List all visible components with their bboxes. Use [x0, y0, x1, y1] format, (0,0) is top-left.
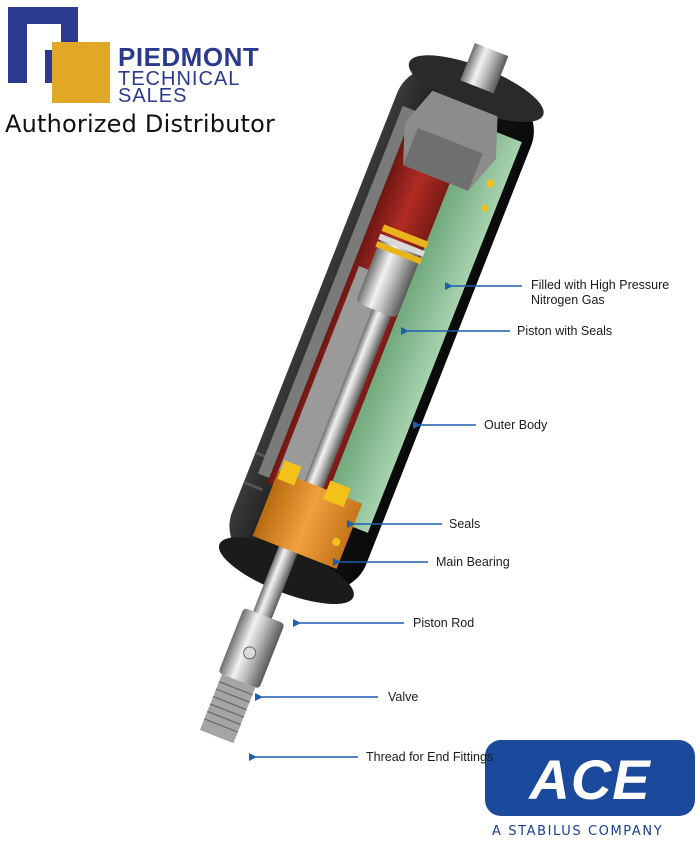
logo-word-piedmont: PIEDMONT	[118, 42, 259, 72]
callout-piston-rod: Piston Rod	[413, 616, 475, 630]
ace-subtitle: A STABILUS COMPANY	[492, 824, 664, 839]
callout-outer-body: Outer Body	[484, 418, 548, 432]
gas-spring-cutaway	[199, 42, 544, 744]
callout-seals: Seals	[449, 517, 481, 531]
callout-main-bearing: Main Bearing	[436, 555, 510, 569]
piston-seal-ring	[375, 241, 423, 265]
piston-seal-ring	[378, 233, 426, 257]
piston	[357, 238, 421, 317]
body-groove	[243, 480, 263, 492]
seal-oring	[332, 537, 341, 546]
callout-nitrogen-line1: Filled with High Pressure	[531, 278, 670, 292]
callout-thread-end-fittings: Thread for End Fittings	[366, 750, 494, 764]
nitrogen-gas-chamber	[302, 116, 522, 533]
thread-end	[199, 674, 256, 744]
logo-gold-block	[52, 42, 110, 103]
callout-nitrogen-line2: Nitrogen Gas	[531, 293, 605, 307]
leader-lines	[249, 282, 522, 761]
callout-piston-with-seals: Piston with Seals	[517, 324, 613, 338]
logo-p-gap	[27, 50, 45, 83]
ace-logo: ACE	[485, 740, 695, 816]
seal-block	[277, 460, 302, 486]
plug-oring	[486, 179, 495, 188]
end-plug-shade	[403, 127, 483, 191]
logo-word-technical: TECHNICAL	[118, 68, 240, 90]
logo-word-sales: SALES	[118, 85, 187, 107]
ace-wordmark: ACE	[527, 748, 651, 811]
body-top-cap	[408, 55, 544, 123]
piedmont-logo: PIEDMONT TECHNICAL SALES	[8, 7, 259, 107]
seal-block	[323, 480, 351, 508]
piston-seal-ring	[381, 224, 429, 249]
authorized-distributor-text: Authorized Distributor	[5, 110, 276, 138]
top-fitting	[460, 42, 509, 94]
valve-ball	[243, 646, 257, 660]
thread-grooves	[204, 681, 253, 733]
callout-valve: Valve	[388, 690, 419, 704]
ace-badge	[485, 740, 695, 816]
plug-oring	[481, 204, 489, 212]
callout-nitrogen-gas: Filled with High Pressure Nitrogen Gas	[531, 278, 669, 308]
